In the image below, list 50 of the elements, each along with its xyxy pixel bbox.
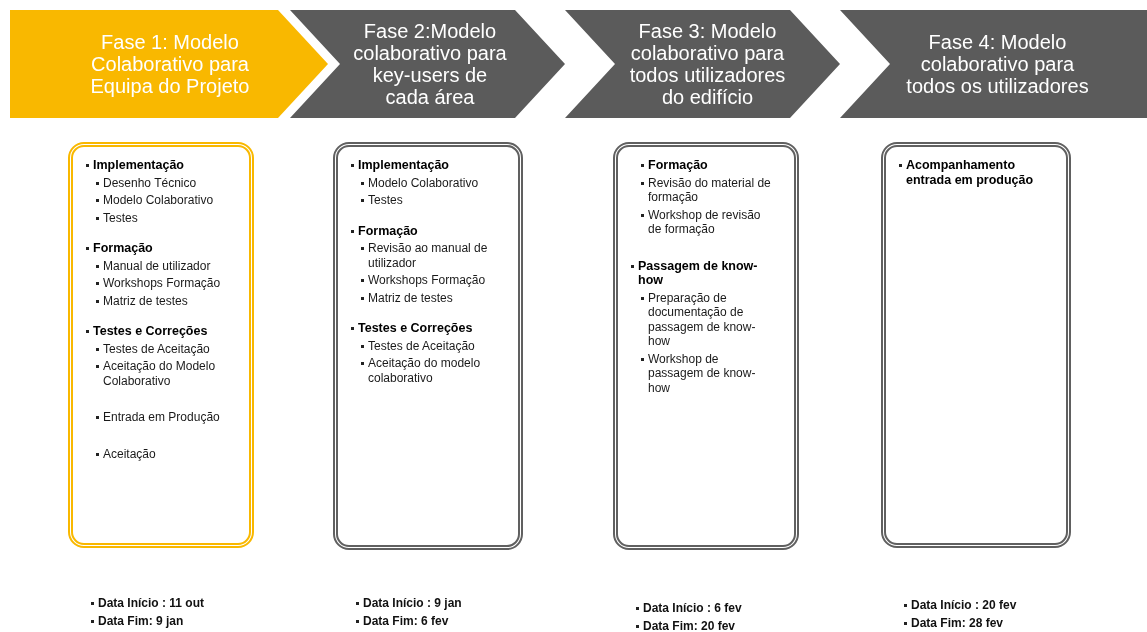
date-note: Data Fim: 20 fev xyxy=(633,619,736,632)
list-item: Testes xyxy=(83,210,227,225)
date-note: Data Início : 11 out xyxy=(88,596,205,610)
section-heading: Acompanhamento entrada em produção xyxy=(896,158,1044,187)
list-item: Testes de Aceitação xyxy=(348,338,496,353)
list-item: Matriz de testes xyxy=(348,290,496,305)
date-note: Data Fim: 9 jan xyxy=(88,614,184,628)
list-item: Matriz de testes xyxy=(83,293,227,308)
list-item: Modelo Colaborativo xyxy=(83,193,227,208)
section-heading: Testes e Correções xyxy=(348,321,496,336)
section-heading: Passagem de know-how xyxy=(628,258,772,288)
date-note: Data Início : 9 jan xyxy=(353,596,462,610)
list-item: Testes xyxy=(348,193,496,208)
date-note: Data Fim: 28 fev xyxy=(901,616,1004,630)
section-heading: Formação xyxy=(348,223,496,238)
list-item: Manual de utilizador xyxy=(83,258,227,273)
phase-banner xyxy=(290,10,565,118)
phase-title: Fase 2:Modelo colaborativo para key-users de cada área xyxy=(352,20,508,108)
date-note: Data Início : 6 fev xyxy=(633,601,742,615)
list-item: Aceitação do Modelo Colaborativo xyxy=(83,359,227,388)
list-item: Workshops Formação xyxy=(83,276,227,291)
list-item: Preparação de documentação de passagem de know-how xyxy=(628,290,772,349)
date-note: Data Fim: 6 fev xyxy=(353,614,449,628)
list-item: Workshop de revisão de formação xyxy=(628,207,772,237)
list-item: Entrada em Produção xyxy=(83,410,227,425)
task-card xyxy=(68,142,254,548)
section-heading: Formação xyxy=(628,158,772,173)
list-item: Workshops Formação xyxy=(348,273,496,288)
phase-banner xyxy=(840,10,1147,118)
phase-title: Fase 1: Modelo Colaborativo para Equipa do Projeto xyxy=(89,31,251,97)
list-item: Desenho Técnico xyxy=(83,175,227,190)
list-item: Modelo Colaborativo xyxy=(348,175,496,190)
section-heading: Formação xyxy=(83,241,227,256)
section-heading: Testes e Correções xyxy=(83,324,227,339)
list-item: Revisão ao manual de utilizador xyxy=(348,241,496,270)
list-item: Testes de Aceitação xyxy=(83,341,227,356)
section-heading: Implementação xyxy=(83,158,227,173)
task-card xyxy=(881,142,1071,548)
list-item: Revisão do material de formação xyxy=(628,175,772,205)
phase-title: Fase 3: Modelo colaborativo para todos utilizadores do edifício xyxy=(628,20,787,108)
date-note: Data Início : 20 fev xyxy=(901,598,1017,612)
list-item: Workshop de passagem de know-how xyxy=(628,351,772,395)
task-card xyxy=(613,142,799,550)
section-heading: Implementação xyxy=(348,158,496,173)
phase-banner xyxy=(565,10,840,118)
phase-title: Fase 4: Modelo colaborativo para todos os utilizadores xyxy=(905,31,1090,97)
phase-banner xyxy=(10,10,328,118)
list-item: Aceitação do modelo colaborativo xyxy=(348,356,496,385)
list-item: Aceitação xyxy=(83,446,227,461)
task-card xyxy=(333,142,523,550)
